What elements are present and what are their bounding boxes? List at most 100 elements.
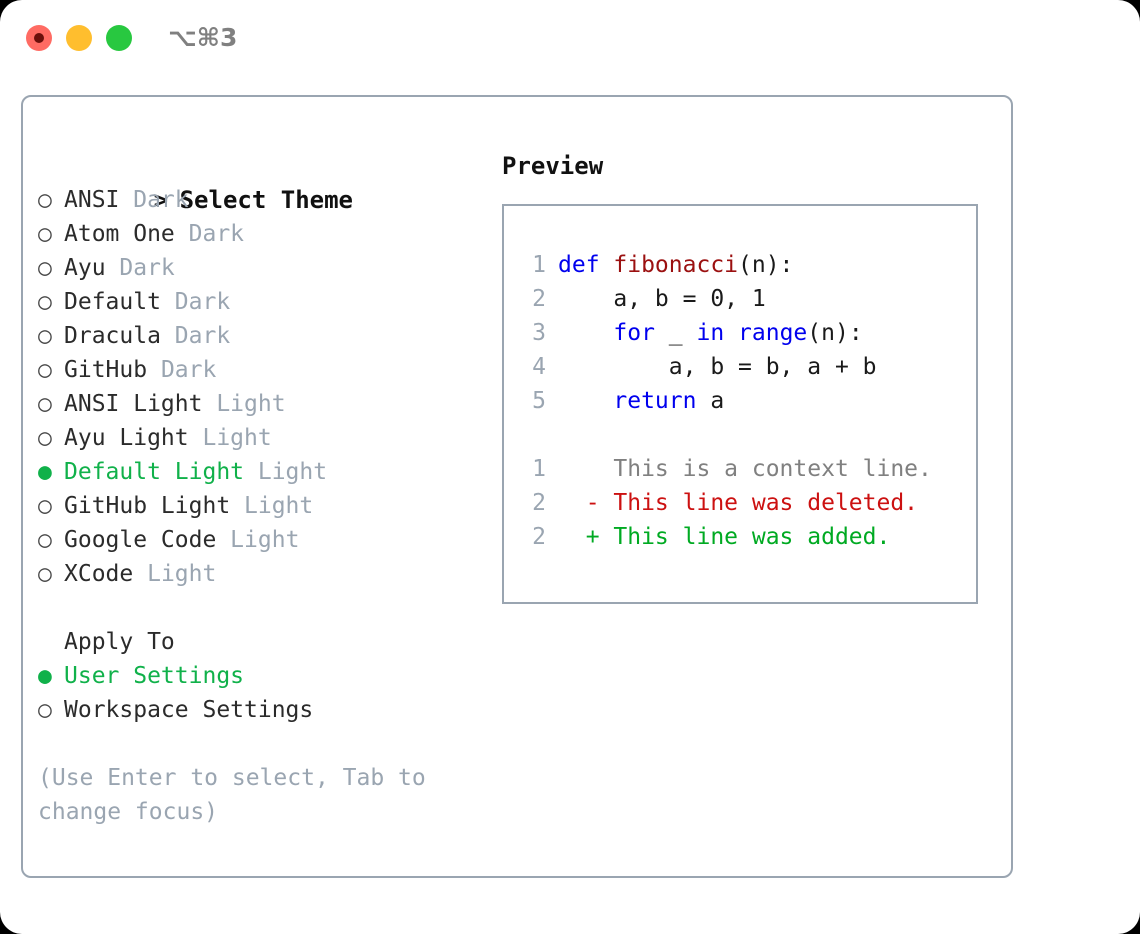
theme-option-list: ○ANSI Dark○Atom One Dark○Ayu Dark○Defaul… — [38, 183, 478, 591]
code-token: a, b = b, a + b — [558, 354, 877, 380]
code-token — [558, 320, 613, 346]
theme-picker-dialog: >Select Theme ○ANSI Dark○Atom One Dark○A… — [21, 95, 1013, 878]
diff-text: This line was added. — [599, 524, 891, 550]
theme-variant-tag: Light — [244, 459, 328, 485]
line-number: 3 — [532, 320, 546, 346]
diff-marker: + — [558, 524, 600, 550]
line-number: 1 — [532, 456, 546, 482]
theme-option-label: Ayu — [64, 255, 106, 281]
theme-option-label: Default Light — [64, 459, 245, 485]
prompt-caret-icon: > — [153, 186, 169, 214]
theme-option-ayu[interactable]: ○Ayu Dark — [38, 251, 478, 285]
theme-option-label: XCode — [64, 561, 134, 587]
diff-line: 2 + This line was added. — [516, 520, 968, 554]
code-token: a, b = 0, 1 — [558, 286, 766, 312]
radio-unselected-icon: ○ — [38, 289, 52, 315]
radio-unselected-icon: ○ — [38, 187, 52, 213]
theme-variant-tag: Light — [216, 527, 300, 553]
diff-text: This is a context line. — [599, 456, 932, 482]
title-bar: ⌥⌘3 — [0, 0, 1140, 78]
radio-selected-icon: ● — [38, 459, 52, 485]
code-token: for — [613, 320, 655, 346]
theme-variant-tag: Dark — [160, 323, 231, 349]
keyboard-hint-text: (Use Enter to select, Tab to change focu… — [38, 765, 440, 825]
theme-variant-tag: Light — [188, 425, 272, 451]
theme-variant-tag: Dark — [160, 289, 231, 315]
code-token: (n): — [738, 252, 794, 278]
theme-option-label: Atom One — [64, 221, 175, 247]
theme-option-label: Ayu Light — [64, 425, 189, 451]
list-spacer — [38, 591, 478, 625]
apply-to-option-list: ●User Settings ○ Workspace Settings — [38, 659, 478, 727]
code-line: 4 a, b = b, a + b — [516, 350, 968, 384]
line-number: 2 — [532, 490, 546, 516]
diff-text: This line was deleted. — [599, 490, 919, 516]
theme-option-ansi[interactable]: ○ ANSI Dark — [38, 183, 478, 217]
theme-option-label: GitHub — [64, 357, 148, 383]
code-token: fibonacci — [613, 252, 739, 278]
radio-unselected-icon: ○ — [38, 561, 52, 587]
theme-option-dracula[interactable]: ○ Dracula Dark — [38, 319, 478, 353]
theme-variant-tag: Dark — [147, 357, 217, 383]
diff-line: 2 - This line was deleted. — [516, 486, 968, 520]
apply-to-option-label: Workspace Settings — [64, 697, 314, 723]
line-number: 2 — [532, 524, 546, 550]
line-number: 4 — [532, 354, 546, 380]
theme-option-default-light[interactable]: ● Default Light Light — [38, 455, 478, 489]
theme-option-atom-one[interactable]: ○Atom One Dark — [38, 217, 478, 251]
diff-block: 1 This is a context line. 2 - This line w… — [516, 452, 968, 554]
theme-option-ayu-light[interactable]: ○ Ayu Light Light — [38, 421, 478, 455]
apply-to-title: Apply To — [64, 629, 175, 655]
code-blank-line — [516, 418, 968, 452]
theme-list-header: > Select Theme — [38, 149, 478, 214]
apply-to-option-workspace-settings[interactable]: ○ Workspace Settings — [38, 693, 478, 727]
theme-option-default[interactable]: ○ Default Dark — [38, 285, 478, 319]
theme-option-label: Dracula — [64, 323, 161, 349]
code-line: 5 return a — [516, 384, 968, 418]
line-number: 2 — [532, 286, 546, 312]
radio-unselected-icon: ○ — [38, 527, 52, 553]
preview-title: Preview — [502, 152, 604, 180]
theme-option-github[interactable]: ○ GitHub Dark — [38, 353, 478, 387]
theme-option-xcode[interactable]: ○ XCode Light — [38, 557, 478, 591]
radio-unselected-icon: ○ — [38, 255, 52, 281]
radio-unselected-icon: ○ — [38, 425, 52, 451]
code-token: return — [613, 388, 697, 414]
radio-unselected-icon: ○ — [38, 391, 52, 417]
radio-unselected-icon: ○ — [38, 357, 52, 383]
theme-variant-tag: Light — [133, 561, 217, 587]
theme-option-label: Default — [64, 289, 161, 315]
line-number: 5 — [532, 388, 546, 414]
theme-option-label: ANSI Light — [64, 391, 203, 417]
radio-unselected-icon: ○ — [38, 697, 52, 723]
theme-option-label: ANSI — [64, 187, 120, 213]
page-title: Select Theme — [179, 186, 353, 214]
code-token: a — [696, 388, 725, 414]
code-line: 2 a, b = 0, 1 — [516, 282, 968, 316]
code-token: (n): — [807, 320, 863, 346]
apply-to-option-user-settings[interactable]: ●User Settings — [38, 659, 478, 693]
code-line: 3 for _ in range(n): — [516, 316, 968, 350]
line-number: 1 — [532, 252, 546, 278]
code-token: _ — [654, 320, 697, 346]
keyboard-shortcut-label: ⌥⌘3 — [168, 23, 238, 52]
theme-list-pane: >Select Theme ○ANSI Dark○Atom One Dark○A… — [38, 149, 478, 829]
apply-to-option-label: User Settings — [64, 663, 245, 689]
theme-option-github-light[interactable]: ○GitHub Light Light — [38, 489, 478, 523]
radio-unselected-icon: ○ — [38, 323, 52, 349]
maximize-button[interactable] — [106, 25, 132, 51]
theme-option-ansi-light[interactable]: ○ANSI Light Light — [38, 387, 478, 421]
diff-marker: - — [558, 490, 600, 516]
minimize-button[interactable] — [66, 25, 92, 51]
theme-variant-tag: Dark — [119, 187, 189, 213]
theme-variant-tag: Dark — [174, 221, 245, 247]
theme-option-google-code[interactable]: ○Google Code Light — [38, 523, 478, 557]
theme-option-label: GitHub Light — [64, 493, 231, 519]
code-token — [724, 320, 738, 346]
code-token: range — [738, 320, 808, 346]
